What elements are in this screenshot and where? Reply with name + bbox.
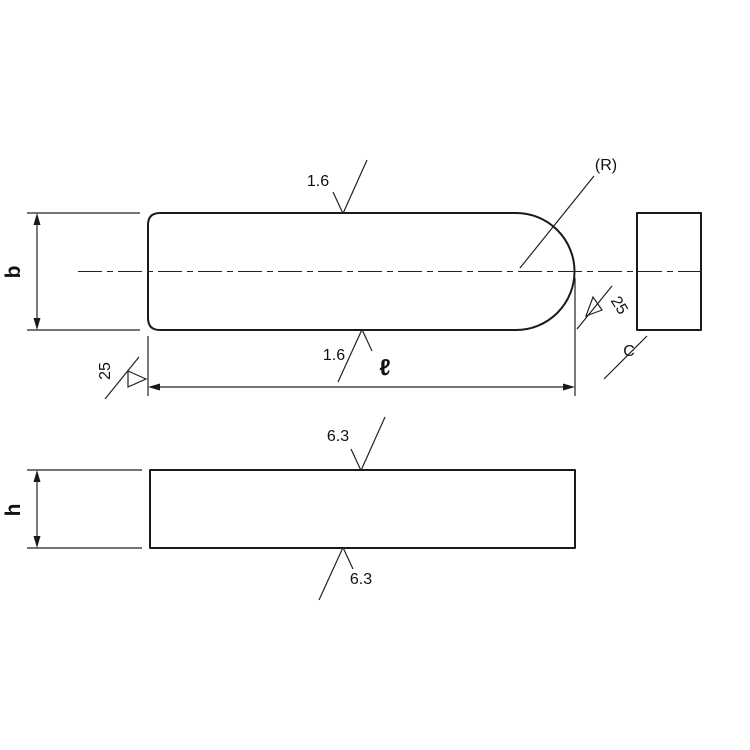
- dim-label-h: h: [2, 504, 25, 517]
- roughness-value-end-left: 25: [97, 362, 114, 380]
- surface-roughness-symbol-end-left: 25: [97, 356, 148, 400]
- roughness-value-key-top: 1.6: [307, 173, 329, 190]
- surface-roughness-symbol-side-bottom: 6.3: [318, 547, 372, 601]
- roughness-value-end-right: 25: [607, 294, 631, 318]
- radius-ref-label: (R): [595, 157, 617, 174]
- roughness-value-side-bottom: 6.3: [350, 571, 372, 588]
- chamfer-reference: C: [603, 335, 648, 380]
- roughness-value-key-bottom: 1.6: [323, 347, 345, 364]
- surface-roughness-symbol-top: 1.6: [307, 159, 368, 214]
- radius-reference: (R): [519, 157, 617, 269]
- surface-roughness-symbol-bottom: 1.6: [323, 329, 373, 383]
- roughness-value-side-top: 6.3: [327, 428, 349, 445]
- h-dimension: h: [2, 469, 142, 549]
- surface-roughness-symbol-side-top: 6.3: [327, 416, 386, 471]
- chamfer-ref-label: C: [623, 343, 635, 360]
- key-side-view-outline: [149, 469, 576, 549]
- dim-label-length: ℓ: [379, 354, 390, 380]
- dim-label-b: b: [2, 266, 25, 279]
- b-dimension: b: [2, 212, 140, 331]
- surface-roughness-symbol-end-right: 25: [576, 285, 631, 330]
- length-dimension: ℓ: [147, 278, 576, 396]
